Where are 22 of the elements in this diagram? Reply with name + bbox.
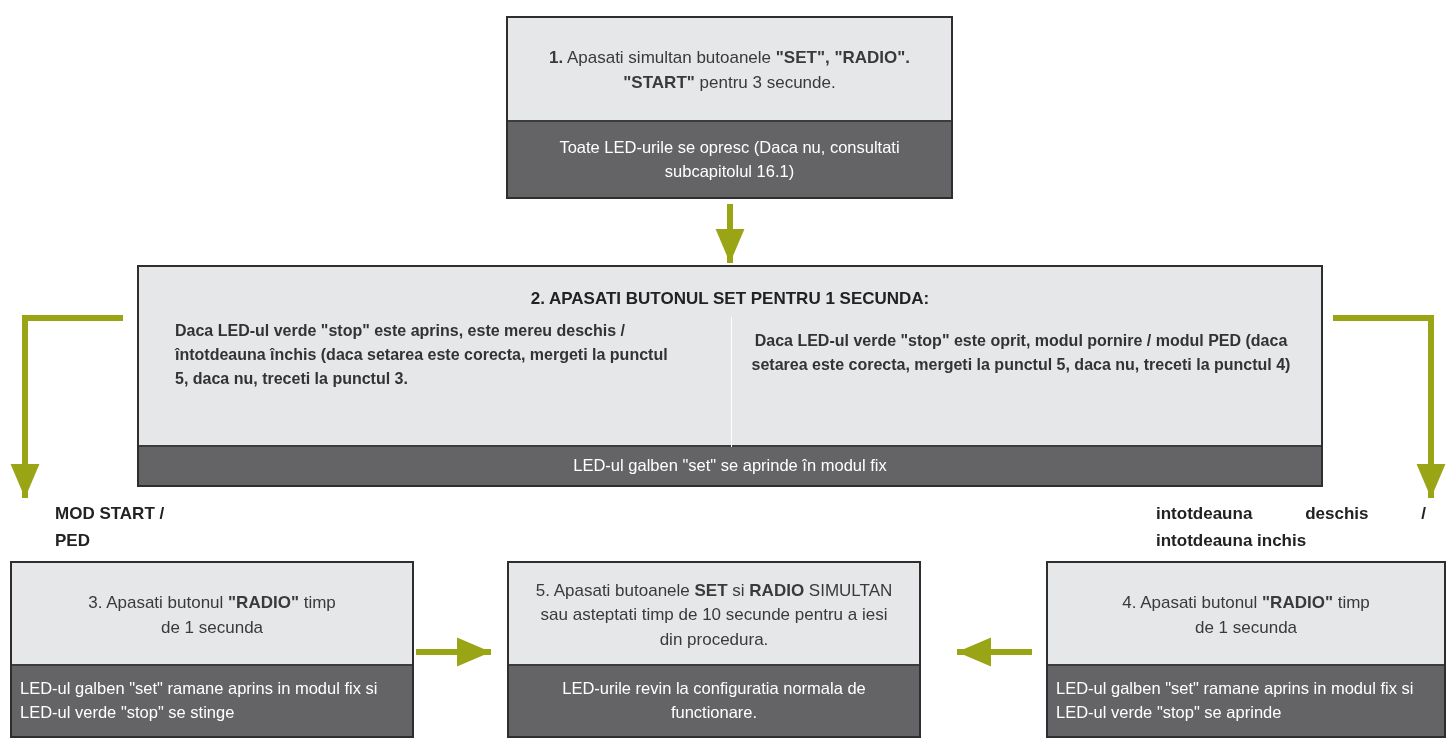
step-heading: 2. APASATI BUTONUL SET PENTRU 1 SECUNDA:: [529, 288, 931, 310]
step-box: [507, 561, 921, 738]
condition-text: Daca LED-ul verde "stop" este aprins, este mereu deschis / întotdeauna închis (daca setarea este corecta, mergeti la punctul 5, daca nu, treceti la punctul 3.: [175, 321, 669, 389]
arrow: [416, 637, 491, 667]
status-band: LED-ul galben "set" ramane aprins in modul fix si LED-ul verde "stop" se stinge: [12, 664, 412, 736]
step-box: [506, 16, 953, 199]
step-heading: intotdeauna deschis / intotdeauna inchis: [1156, 503, 1426, 553]
arrow: [957, 637, 1032, 667]
status-band: Toate LED-urile se opresc (Daca nu, consultati subcapitolul 16.1): [508, 120, 951, 197]
step-box: [137, 265, 1323, 487]
status-band: LED-ul galben "set" se aprinde în modul fix: [139, 445, 1321, 485]
status-band: LED-ul galben "set" ramane aprins in modul fix si LED-ul verde "stop" se aprinde: [1048, 664, 1444, 736]
arrow: [1333, 315, 1446, 498]
step-heading: MOD START / PED: [55, 503, 166, 553]
arrow: [715, 204, 745, 263]
arrow: [10, 315, 123, 498]
status-band: LED-urile revin la configuratia normala de functionare.: [509, 664, 919, 736]
instruction-text: 3. Apasati butonul "RADIO" timp de 1 secunda: [87, 591, 337, 639]
instruction-text: 4. Apasati butonul "RADIO" timp de 1 secunda: [1121, 591, 1371, 639]
instruction-text: 5. Apasati butoanele SET si RADIO SIMULTAN sau asteptati timp de 10 secunde pentru a iesi din procedura.: [534, 579, 894, 651]
condition-text: Daca LED-ul verde "stop" este oprit, modul pornire / modul PED (daca setarea este corecta, mergeti la punctul 5, daca nu, treceti la punctul 4): [751, 331, 1291, 375]
instruction-text: 1. Apasati simultan butoanele "SET", "RADIO". "START" pentru 3 secunde.: [547, 47, 912, 94]
